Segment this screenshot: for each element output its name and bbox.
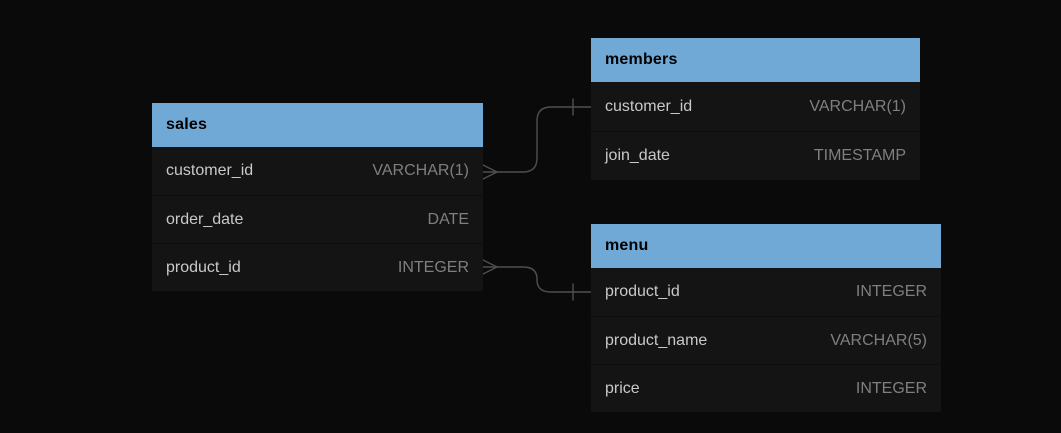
column-type: TIMESTAMP	[813, 147, 906, 164]
table-sales[interactable]: sales customer_id VARCHAR(1) order_date …	[152, 103, 483, 291]
table-row-menu-product_id[interactable]: product_id INTEGER	[591, 268, 941, 316]
crows-foot-many-icon	[482, 164, 498, 180]
table-row-menu-product_name[interactable]: product_name VARCHAR(5)	[591, 316, 941, 364]
table-row-members-join_date[interactable]: join_date TIMESTAMP	[591, 131, 920, 180]
table-header-sales[interactable]: sales	[152, 103, 483, 147]
table-row-sales-product_id[interactable]: product_id INTEGER	[152, 243, 483, 291]
column-name: product_name	[605, 331, 708, 349]
table-row-members-customer_id[interactable]: customer_id VARCHAR(1)	[591, 82, 920, 131]
table-members[interactable]: members customer_id VARCHAR(1) join_date…	[591, 38, 920, 180]
column-type: VARCHAR(1)	[809, 97, 906, 115]
column-name: customer_id	[166, 162, 254, 179]
table-title: members	[605, 51, 678, 68]
relationship-sales-menu	[482, 259, 592, 301]
column-type: INTEGER	[855, 283, 927, 300]
table-row-menu-price[interactable]: price INTEGER	[591, 364, 941, 412]
column-name: product_id	[166, 258, 241, 276]
crows-foot-many-icon	[482, 259, 498, 275]
table-header-members[interactable]: members	[591, 38, 920, 82]
column-type: VARCHAR(5)	[830, 331, 927, 349]
column-name: customer_id	[605, 97, 693, 115]
table-title: menu	[605, 237, 649, 254]
table-header-menu[interactable]: menu	[591, 224, 941, 268]
column-name: product_id	[605, 283, 680, 300]
column-type: VARCHAR(1)	[372, 162, 469, 179]
column-type: INTEGER	[855, 379, 927, 397]
table-title: sales	[166, 116, 208, 133]
table-row-sales-order_date[interactable]: order_date DATE	[152, 195, 483, 243]
relationship-sales-members	[482, 98, 592, 180]
table-menu[interactable]: menu product_id INTEGER product_name VAR…	[591, 224, 941, 412]
column-name: order_date	[166, 210, 244, 228]
column-name: join_date	[605, 147, 670, 164]
table-row-sales-customer_id[interactable]: customer_id VARCHAR(1)	[152, 147, 483, 195]
column-type: INTEGER	[397, 258, 469, 276]
column-name: price	[605, 379, 640, 397]
column-type: DATE	[427, 210, 469, 228]
